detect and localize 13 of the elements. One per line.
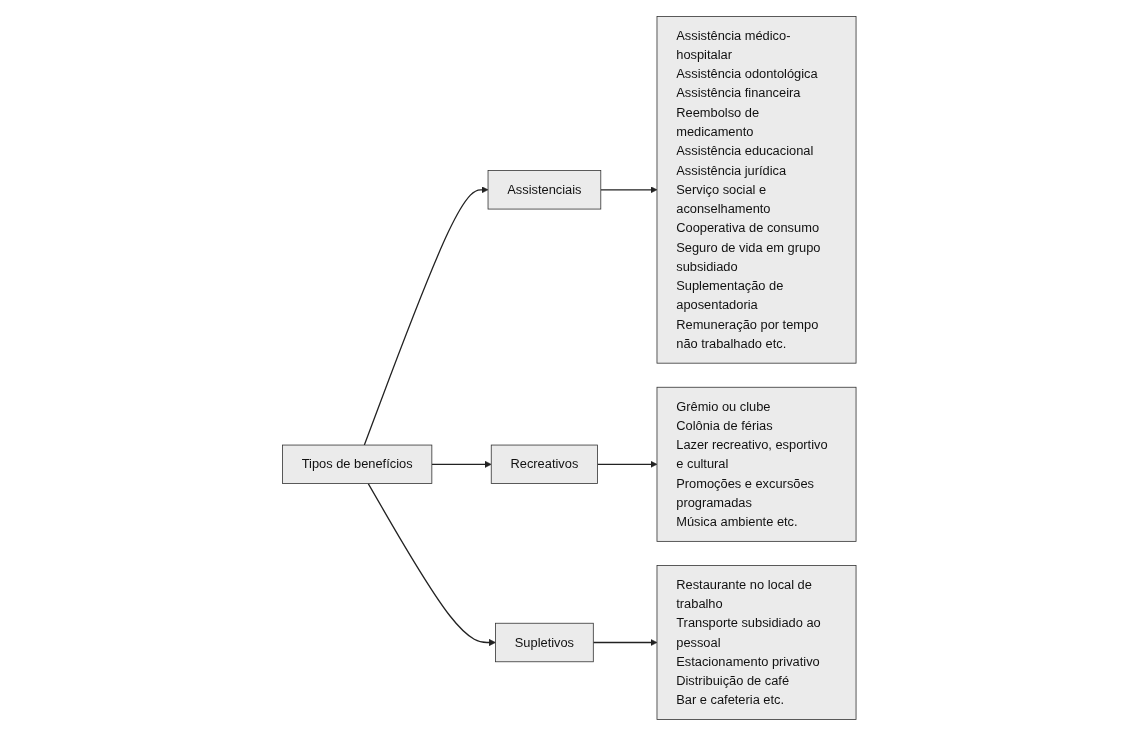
node-box: Assistência médico-hospitalar Assistência odontológica Assistência financeira Reembolso de medicamento Assistência educacional Assistência jurídica Serviço social e aconselhamento Cooperativa de consumo Seguro de vida em grupo subsidiado Suplementação de aposentadoria Remuneração por tempo não trabalhado etc. <box>656 16 857 364</box>
arrow <box>592 638 658 647</box>
node-box: Restaurante no local de trabalho Transporte subsidiado ao pessoal Estacionamento privativo Distribuição de café Bar e cafeteria etc. <box>656 565 857 720</box>
node-box: Tipos de benefícios <box>281 444 432 484</box>
arrow <box>430 460 492 468</box>
node-box: Recreativos <box>490 444 598 484</box>
arrow <box>367 482 496 647</box>
node-box: Assistenciais <box>487 170 601 210</box>
arrow <box>363 186 489 446</box>
node-box: Grêmio ou clube Colônia de férias Lazer recreativo, esportivo e cultural Promoções e excursões programadas Música ambiente etc. <box>656 386 857 542</box>
arrow <box>596 460 658 468</box>
node-box: Supletivos <box>494 622 594 663</box>
arrow <box>599 186 658 194</box>
